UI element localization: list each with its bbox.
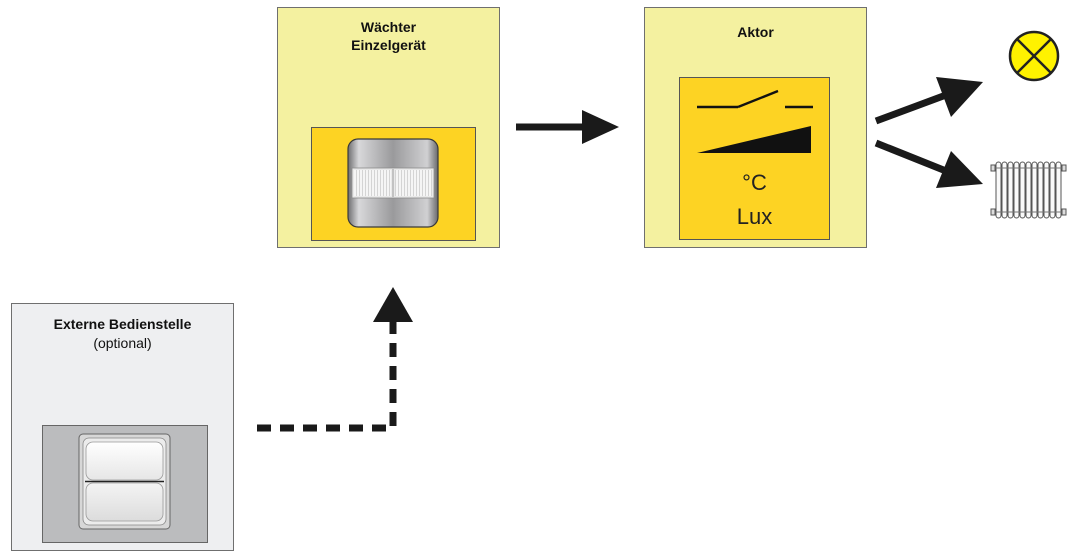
waechter-title-line1: Wächter (360, 19, 417, 35)
extern-subtitle: (optional) (93, 335, 152, 351)
waechter-node: Wächter Einzelgerät (277, 7, 500, 248)
waechter-title-line2: Einzelgerät (351, 37, 426, 53)
arrow-extern-to-waechter (257, 287, 413, 432)
arrow-aktor-to-radiator (874, 139, 983, 188)
lamp-icon (1008, 30, 1060, 82)
relay-switch-icon (697, 89, 813, 109)
arrow-waechter-to-aktor (516, 110, 619, 144)
extern-node: Externe Bedienstelle (optional) (11, 303, 234, 551)
motion-sensor-icon (347, 138, 439, 228)
aktor-panel: °C Lux (679, 77, 830, 240)
switch-panel (42, 425, 208, 543)
dimmer-ramp-icon (697, 126, 811, 153)
aktor-title: Aktor (737, 24, 774, 40)
arrow-aktor-to-lamp (874, 77, 983, 125)
unit-lux: Lux (736, 204, 773, 229)
push-button-icon (78, 433, 171, 530)
extern-title: Externe Bedienstelle (53, 316, 192, 332)
aktor-node: Aktor °C Lux (644, 7, 867, 248)
radiator-icon (990, 161, 1067, 219)
sensor-panel (311, 127, 476, 241)
unit-celsius: °C (742, 170, 767, 195)
